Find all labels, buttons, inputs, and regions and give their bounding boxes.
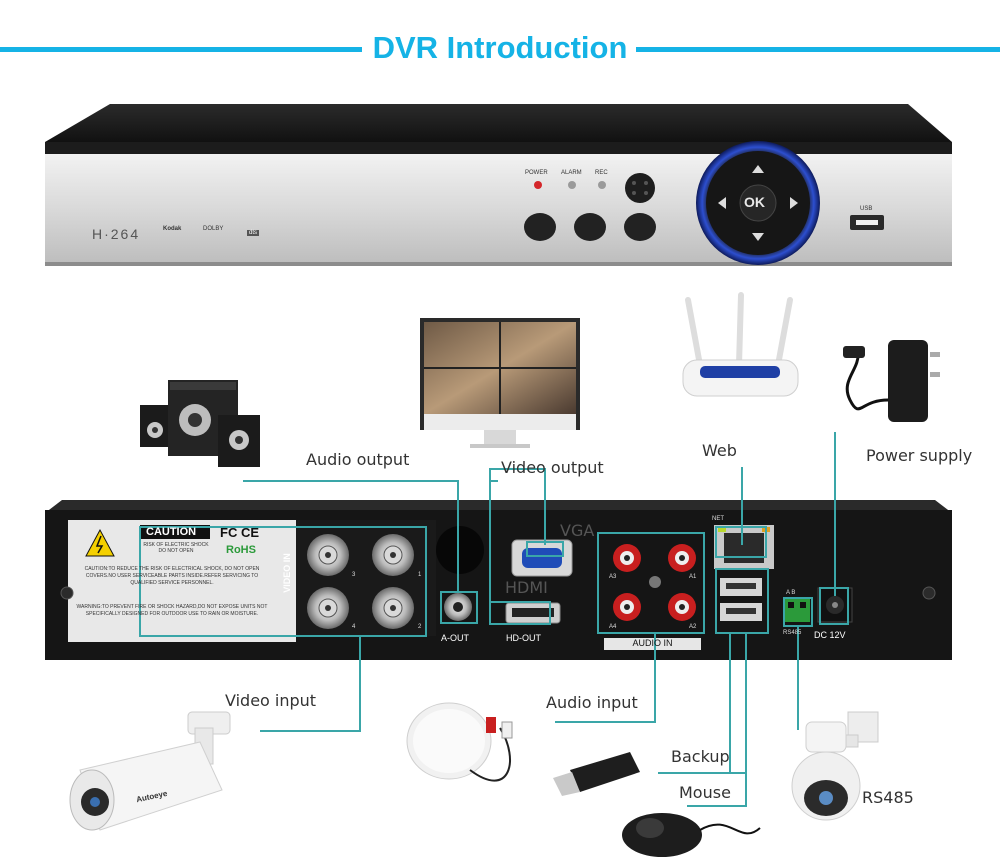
fan-vent — [436, 526, 484, 574]
caution-text-2: WARNING:TO PREVENT FIRE OR SHOCK HAZARD,… — [76, 604, 268, 617]
port-highlight-boxes — [139, 526, 849, 637]
video-in-label: VIDEO IN — [281, 553, 292, 593]
caution-text-1: CAUTION:TO REDUCE THE RISK OF ELECTRICAL… — [84, 566, 260, 586]
rs485-terminal — [784, 598, 810, 622]
bullet-camera-device — [69, 711, 231, 831]
rec-led — [598, 181, 606, 189]
audio-num-a3: A3 — [609, 574, 617, 580]
front-brand-label: H·264 — [92, 226, 141, 242]
rs485-port-label: RS485 — [783, 630, 802, 636]
alarm-led — [568, 181, 576, 189]
mouse-device — [622, 813, 761, 857]
hdmi-overlay-label: HDMI — [505, 578, 548, 597]
speakers-device — [140, 380, 260, 467]
power-led — [534, 181, 542, 189]
page-title: DVR Introduction — [372, 30, 628, 65]
dolby-logo: DOLBY — [203, 226, 224, 232]
monitor-device — [420, 318, 580, 448]
fcc-ce-mark: FC CE — [220, 525, 259, 540]
left-arrow-icon[interactable] — [718, 197, 726, 209]
hd-out-label: HD-OUT — [506, 633, 541, 643]
router-device — [682, 292, 799, 397]
up-arrow-icon[interactable] — [752, 165, 764, 173]
header-rule-right — [636, 47, 1000, 52]
dc12v-label: DC 12V — [814, 630, 846, 640]
bnc-number-2: 2 — [418, 624, 422, 630]
led-label-alarm: ALARM — [561, 170, 582, 176]
dts-logo: dts — [247, 230, 260, 236]
audio-num-a4: A4 — [609, 624, 617, 630]
web-label: Web — [702, 441, 737, 460]
front-button-2[interactable] — [574, 213, 606, 241]
ab-label: A B — [786, 590, 796, 596]
video-in-bnc-ports — [307, 534, 414, 629]
microphone-device — [406, 702, 513, 782]
audio-in-rca-ports — [613, 544, 696, 621]
mouse-label: Mouse — [679, 783, 731, 802]
header-rule-left — [0, 47, 362, 52]
power-adapter-device — [843, 340, 940, 422]
connector-lines — [243, 432, 836, 807]
usb-stick-device — [553, 752, 640, 796]
audio-num-a1: A1 — [689, 574, 697, 580]
ok-button-label[interactable]: OK — [744, 194, 765, 210]
backup-label: Backup — [671, 747, 730, 766]
dvr-front-panel — [45, 104, 952, 266]
bnc-number-4: 4 — [352, 624, 356, 630]
ptz-camera-device — [791, 711, 879, 821]
audio-input-label: Audio input — [546, 693, 638, 712]
bnc-number-3: 3 — [352, 572, 356, 578]
bnc-number-1: 1 — [418, 572, 422, 578]
net-label: NET — [712, 516, 724, 522]
power-supply-label: Power supply — [866, 446, 973, 465]
audio-num-a2: A2 — [689, 624, 697, 630]
video-output-label: Video output — [501, 458, 604, 477]
front-button-3[interactable] — [624, 213, 656, 241]
led-label-power: POWER — [525, 170, 548, 176]
front-button-1[interactable] — [524, 213, 556, 241]
a-out-label: A-OUT — [441, 633, 469, 643]
vga-overlay-label: VGA — [560, 521, 595, 540]
caution-title: CAUTION — [146, 526, 197, 538]
right-arrow-icon[interactable] — [790, 197, 798, 209]
caution-subtitle: RISK OF ELECTRIC SHOCK DO NOT OPEN — [143, 542, 209, 554]
video-input-label: Video input — [225, 691, 317, 710]
ir-receiver — [625, 173, 655, 203]
warning-icon — [85, 528, 115, 557]
kodak-logo: Kodak — [163, 226, 182, 232]
rs485-label: RS485 — [862, 788, 914, 807]
front-usb-label: USB — [860, 206, 873, 212]
audio-output-label: Audio output — [306, 450, 410, 469]
audio-in-label: AUDIO IN — [632, 638, 673, 648]
down-arrow-icon[interactable] — [752, 233, 764, 241]
led-label-rec: REC — [595, 170, 608, 176]
rohs-mark: RoHS — [226, 544, 256, 556]
